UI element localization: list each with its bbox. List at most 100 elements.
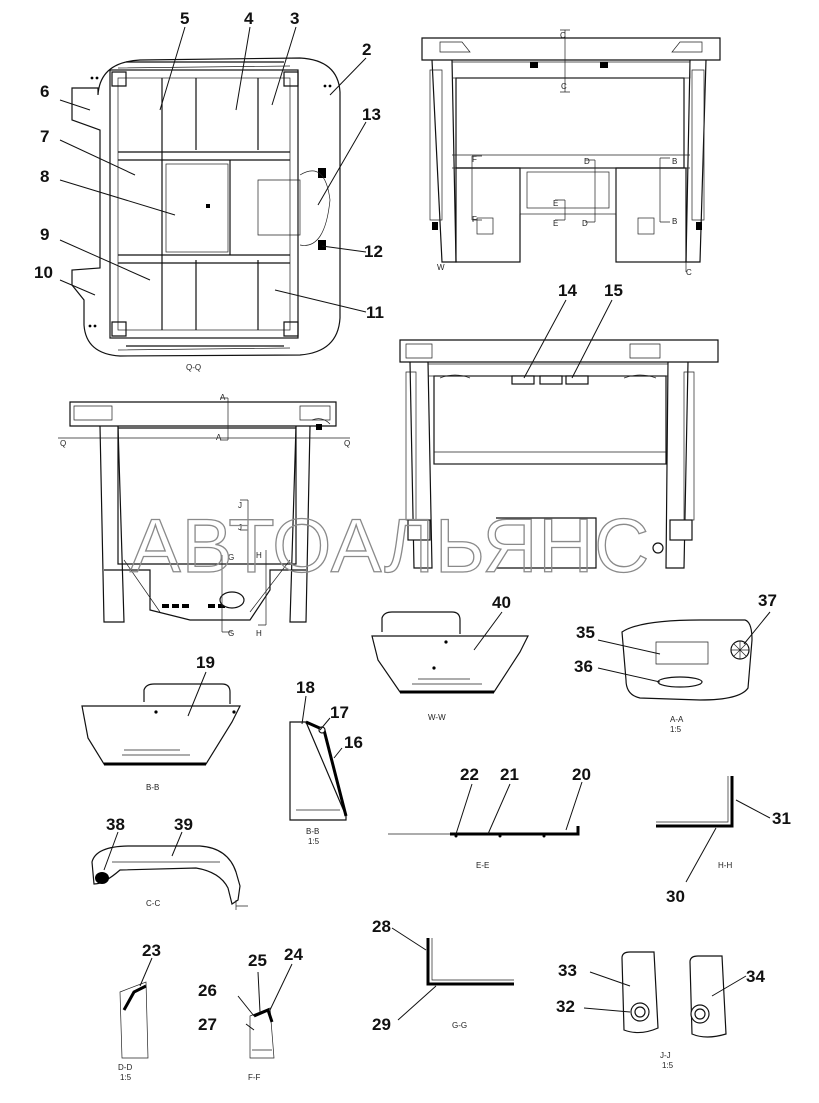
section-h-bottom: H (256, 629, 262, 638)
callout-36: 36 (574, 657, 593, 676)
section-a-top: A (220, 393, 226, 402)
callout-23: 23 (142, 941, 161, 960)
callout-13: 13 (362, 105, 381, 124)
view-scale-aa: 1:5 (670, 725, 682, 734)
callout-18: 18 (296, 678, 315, 697)
leader-19 (187, 671, 207, 717)
section-c-mid: C (561, 82, 567, 91)
view-label-ff: F-F (248, 1073, 261, 1082)
section-c-bottom: C (686, 268, 692, 277)
callout-28: 28 (372, 917, 391, 936)
section-b-bottom: B (672, 217, 677, 226)
callout-35: 35 (576, 623, 595, 642)
callouts-front: 14 15 (523, 281, 623, 379)
section-q-right: Q (344, 439, 350, 448)
callout-14: 14 (558, 281, 577, 300)
callouts-hh: 31 30 (666, 799, 791, 906)
callout-11: 11 (366, 303, 384, 322)
callout-34: 34 (746, 967, 765, 986)
callout-25: 25 (248, 951, 267, 970)
view-label-qq: Q-Q (186, 363, 201, 372)
view-label-aa: A-A (670, 715, 684, 724)
view-scale-jj: 1:5 (662, 1061, 674, 1070)
callout-19: 19 (196, 653, 215, 672)
view-hh-parts-30-31 (656, 776, 734, 828)
callout-8: 8 (40, 167, 49, 186)
view-label-dd: D-D (118, 1063, 132, 1072)
view-front-cab (399, 339, 719, 569)
callout-31: 31 (772, 809, 791, 828)
section-e-bottom: E (553, 219, 558, 228)
callouts-ee: 22 21 20 (455, 765, 591, 835)
view-label-hh: H-H (718, 861, 732, 870)
callouts-gg: 28 29 (372, 917, 437, 1034)
section-h-top: H (256, 551, 262, 560)
section-w: W (437, 263, 445, 272)
callout-16: 16 (344, 733, 363, 752)
view-label-ee: E-E (476, 861, 489, 870)
callouts-bb-side: 18 17 16 (296, 678, 363, 759)
view-label-jj: J-J (660, 1051, 671, 1060)
view-ee-parts-20-22 (388, 826, 580, 838)
view-aa-parts-35-37 (621, 619, 753, 701)
callout-40: 40 (492, 593, 511, 612)
callout-5: 5 (180, 9, 189, 28)
view-scale-dd: 1:5 (120, 1073, 132, 1082)
callout-15: 15 (604, 281, 623, 300)
section-a-bottom: A (216, 433, 222, 442)
section-f-top: F (472, 155, 477, 164)
view-bb-side-parts-16-18 (289, 720, 348, 821)
callout-22: 22 (460, 765, 479, 784)
callout-37: 37 (758, 591, 777, 610)
callout-32: 32 (556, 997, 575, 1016)
callout-9: 9 (40, 225, 49, 244)
view-jj-parts-32-34 (621, 951, 727, 1038)
section-b-top: B (672, 157, 677, 166)
section-g-top: G (228, 553, 234, 562)
view-gg-parts-28-29 (426, 938, 514, 986)
callout-3: 3 (290, 9, 299, 28)
section-j-top: J (238, 501, 242, 510)
section-q-left: Q (60, 439, 66, 448)
view-side-cab (58, 397, 350, 633)
view-label-bb: B-B (146, 783, 159, 792)
section-g-bottom: G (228, 629, 234, 638)
callout-6: 6 (40, 82, 49, 101)
callout-26: 26 (198, 981, 217, 1000)
callouts-ff: 24 25 26 27 (198, 945, 303, 1034)
leader-23 (139, 957, 153, 987)
section-f-bottom: F (472, 215, 477, 224)
view-cc-parts-38-39 (91, 845, 248, 910)
callout-7: 7 (40, 127, 49, 146)
callout-33: 33 (558, 961, 577, 980)
callouts-aa: 35 36 37 (574, 591, 777, 683)
view-bb-part-19 (81, 683, 241, 766)
callout-4: 4 (244, 9, 254, 28)
view-label-ww: W-W (428, 713, 446, 722)
callout-27: 27 (198, 1015, 217, 1034)
view-qq-roof-frame (71, 57, 341, 357)
section-d-bottom: D (582, 219, 588, 228)
callouts-jj: 33 32 34 (556, 961, 765, 1016)
view-label-cc: C-C (146, 899, 160, 908)
callout-24: 24 (284, 945, 303, 964)
view-dd-part-23 (119, 981, 149, 1059)
callouts-cc: 38 39 (103, 815, 193, 871)
watermark-text: АВТОАЛЬЯНС (130, 504, 650, 589)
section-j-bottom: J (238, 523, 242, 532)
callout-29: 29 (372, 1015, 391, 1034)
callout-20: 20 (572, 765, 591, 784)
callout-10: 10 (34, 263, 53, 282)
section-d-top: D (584, 157, 590, 166)
callout-2: 2 (362, 40, 371, 59)
callouts-qq: 5 4 3 2 6 7 8 9 10 13 12 11 (34, 9, 384, 322)
view-ff-parts-24-27 (249, 1007, 275, 1059)
view-ww-part-40 (371, 611, 529, 694)
callout-17: 17 (330, 703, 349, 722)
section-marks-side: Q Q A A J J G G H H (60, 393, 350, 638)
view-rear-cab (421, 29, 721, 272)
callout-38: 38 (106, 815, 125, 834)
view-scale-bb-side: 1:5 (308, 837, 320, 846)
callout-30: 30 (666, 887, 685, 906)
